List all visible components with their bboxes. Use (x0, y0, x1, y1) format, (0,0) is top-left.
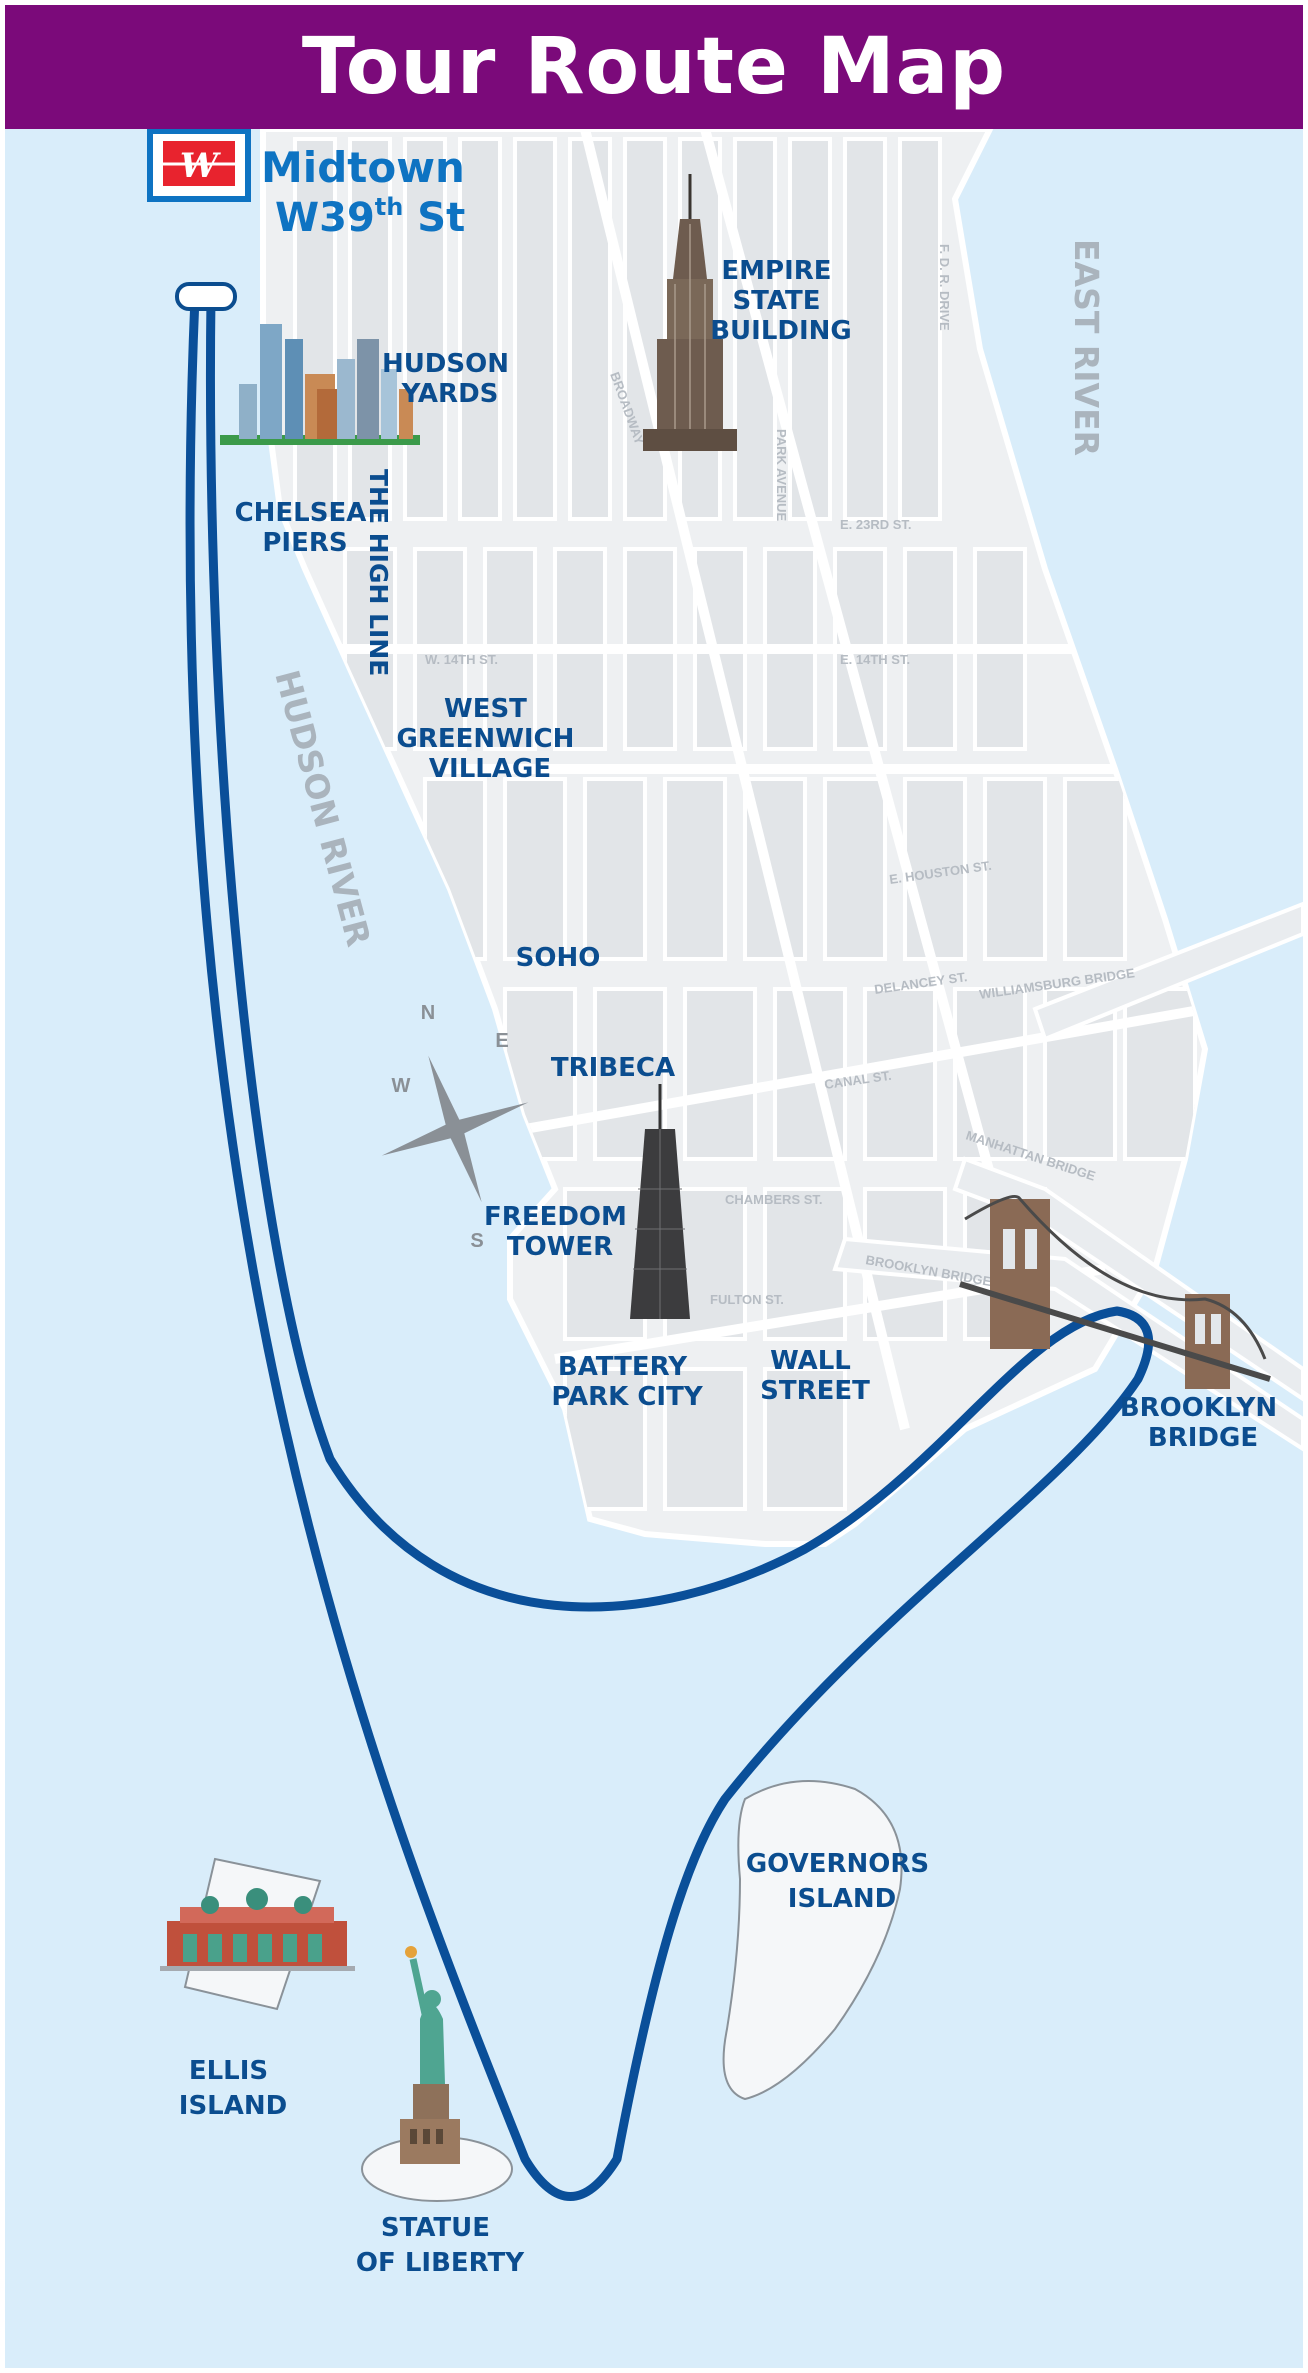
start-location-name: Midtown (261, 143, 465, 192)
label-chelsea-piers: CHELSEA PIERS (235, 498, 376, 558)
page-title: Tour Route Map (301, 22, 1007, 112)
street-label-fulton: FULTON ST. (710, 1292, 784, 1307)
label-west-greenwich: WEST GREENWICH VILLAGE (397, 694, 584, 784)
dock-marker (175, 282, 237, 311)
compass-w: W (392, 1075, 411, 1097)
label-statue-of-liberty: STATUE OF LIBERTY (356, 2213, 525, 2278)
label-soho: SOHO (516, 943, 601, 973)
williamsburg-bridge (1032, 901, 1303, 1042)
label-tribeca: TRIBECA (551, 1053, 675, 1083)
compass-e: E (495, 1030, 508, 1052)
label-brooklyn-bridge: BROOKLYN BRIDGE (1120, 1393, 1286, 1453)
street-label-w14: W. 14TH ST. (425, 652, 498, 667)
label-empire-state: EMPIRE STATE BUILDING (710, 256, 852, 346)
label-ellis-island: ELLIS ISLAND (179, 2056, 287, 2121)
brooklyn-bridge-illustration (959, 1195, 1271, 1389)
hudson-yards-illustration (220, 324, 420, 445)
ellis-island-building-illustration (160, 1888, 355, 1971)
street-label-e23: E. 23RD ST. (840, 517, 912, 532)
brand-logo-glyph: W (180, 146, 221, 186)
label-hudson-yards: HUDSON YARDS (382, 349, 518, 409)
tour-map: W. 14TH ST. E. 14TH ST. E. 23RD ST. E. H… (5, 129, 1303, 2368)
label-battery-park: BATTERY PARK CITY (551, 1352, 704, 1412)
label-wall-street: WALL STREET (760, 1346, 870, 1406)
compass-rose: N E S W (381, 1002, 529, 1252)
tour-route (185, 292, 1154, 2201)
street-label-park-ave: PARK AVENUE (774, 429, 789, 522)
label-freedom-tower: FREEDOM TOWER (484, 1202, 636, 1262)
freedom-tower-illustration (630, 1084, 690, 1319)
governors-island (722, 1780, 903, 2101)
header-banner: Tour Route Map (5, 5, 1303, 129)
compass-n: N (421, 1002, 435, 1024)
brooklyn-bridge-deck (832, 1236, 1303, 1452)
street-label-fdr: F. D. R. DRIVE (937, 244, 952, 331)
street-label-chambers: CHAMBERS ST. (725, 1192, 823, 1207)
empire-state-building-illustration (643, 174, 737, 451)
compass-s: S (470, 1230, 483, 1252)
label-high-line: THE HIGH LINE (364, 469, 393, 676)
statue-of-liberty-illustration (400, 1946, 460, 2164)
start-location-street: W39th St (275, 193, 465, 241)
start-marker: W Midtown W39th St (147, 129, 465, 311)
east-river-label: EAST RIVER (1067, 239, 1106, 456)
label-governors-island: GOVERNORS ISLAND (746, 1849, 938, 1914)
street-label-e14: E. 14TH ST. (840, 652, 910, 667)
